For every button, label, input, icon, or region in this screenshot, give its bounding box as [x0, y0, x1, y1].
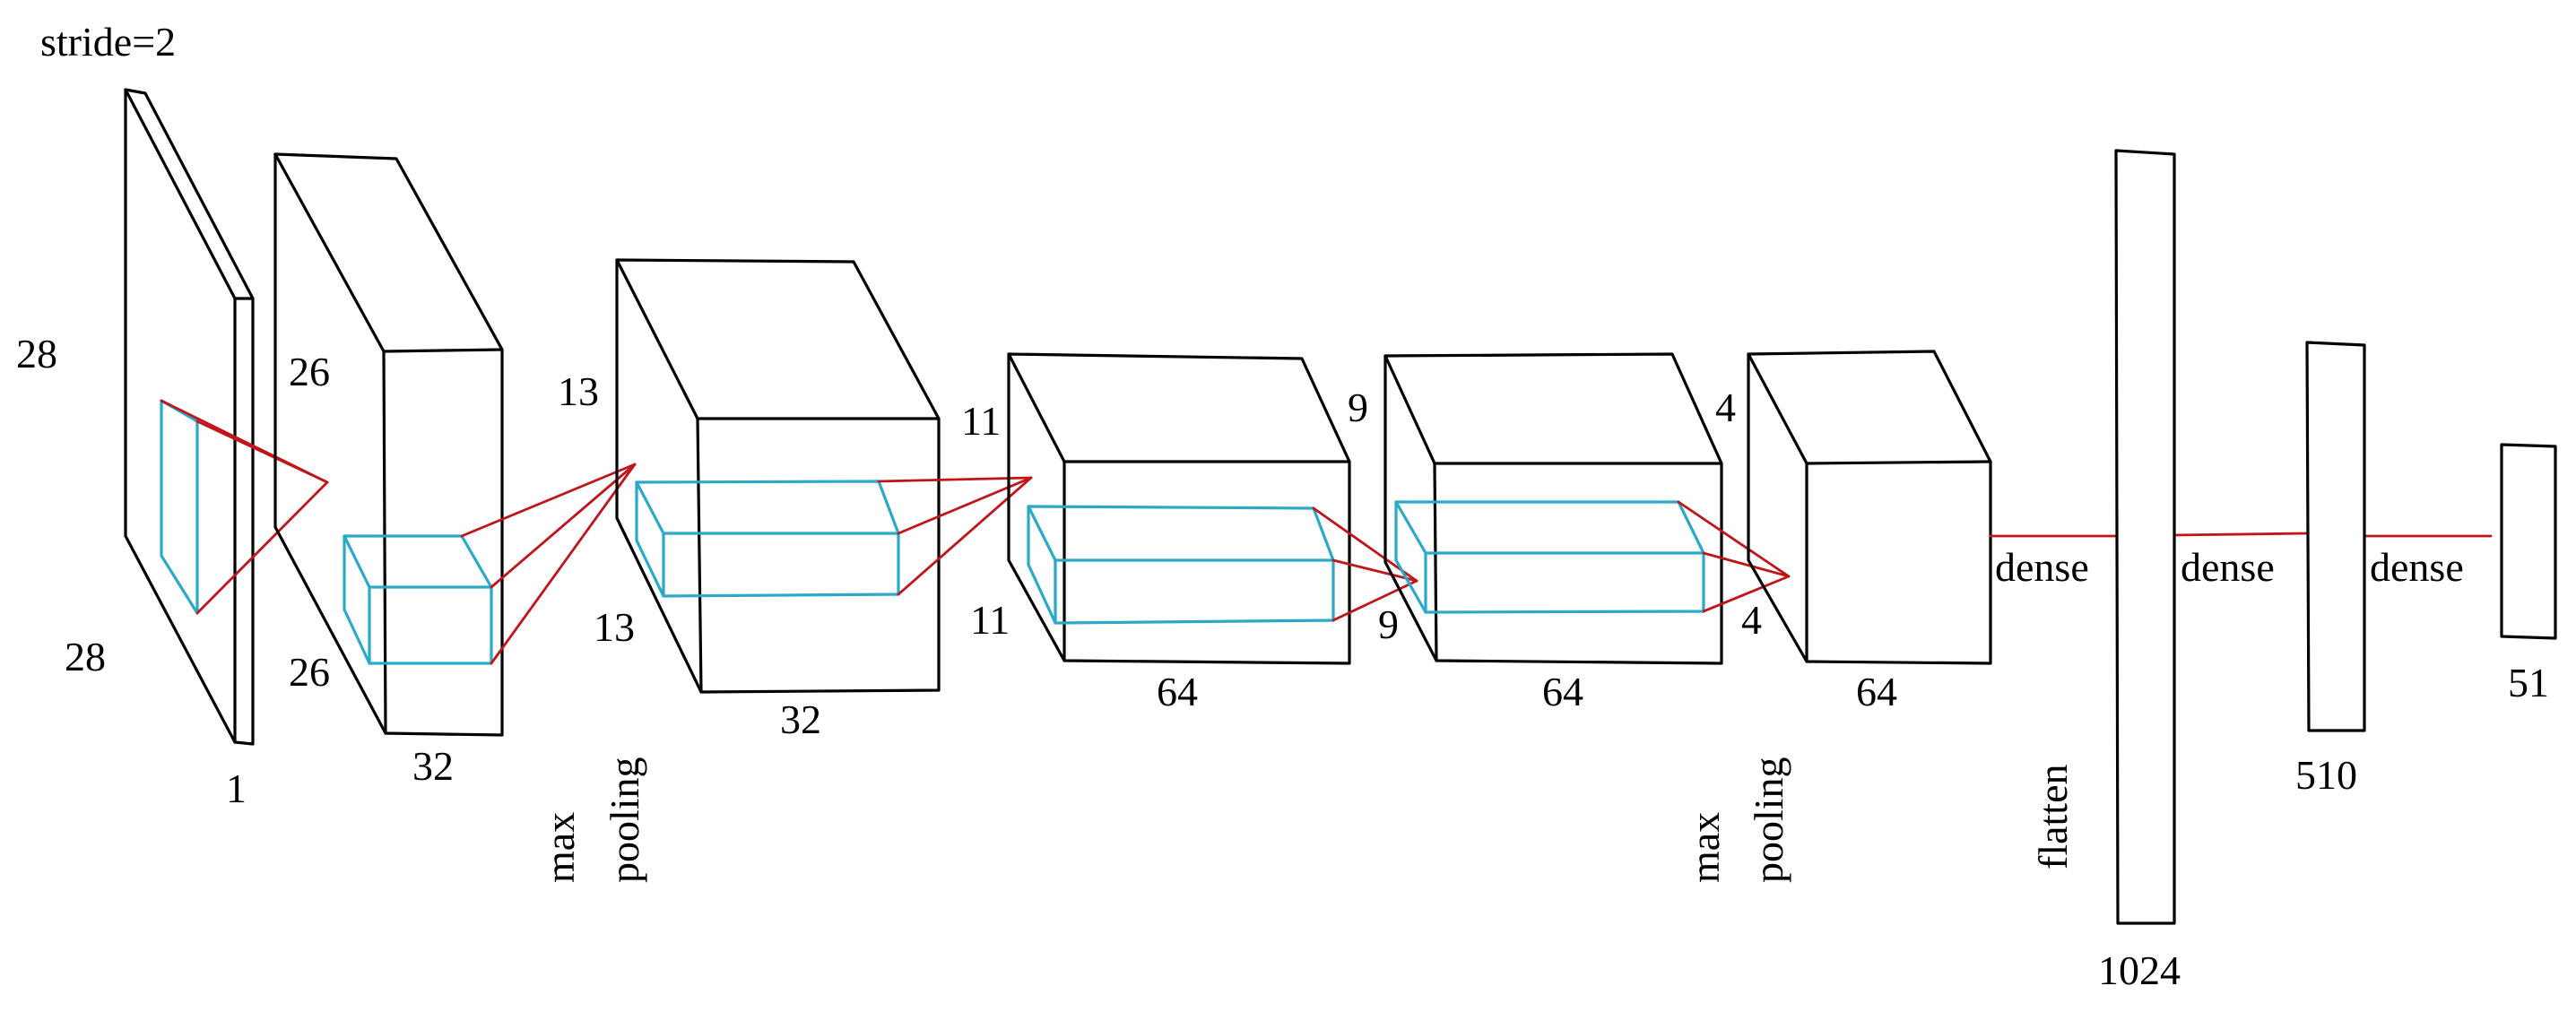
pool1-channel-label: 32 [780, 696, 821, 742]
dense-3-label: dense [2370, 544, 2464, 590]
pool2-pooling-label: pooling [1746, 757, 1791, 883]
fc-1024-label: 1024 [2098, 947, 2181, 993]
conv2-kernel [1027, 505, 1335, 625]
pool2-volume [1747, 350, 1992, 665]
conv3-height-label: 9 [1348, 385, 1368, 430]
pool1-volume [615, 258, 941, 694]
input-channel-label: 1 [226, 765, 247, 811]
pool1-max-label: max [537, 812, 583, 883]
fc-510-bar [2305, 341, 2366, 732]
pool1-pooling-label: pooling [602, 757, 647, 883]
conv1-width-label: 26 [289, 649, 330, 695]
conv2-connection-lines [1312, 506, 1418, 622]
conv3-channel-label: 64 [1542, 669, 1583, 714]
pool1-kernel [635, 480, 900, 598]
conv2-width-label: 11 [970, 597, 1010, 643]
dense-connection-lines [1989, 532, 2493, 538]
pool2-width-label: 4 [1741, 597, 1762, 643]
conv1-connection-lines [460, 463, 637, 665]
conv1-height-label: 26 [289, 349, 330, 394]
conv3-volume [1383, 352, 1723, 665]
input-connection-lines [160, 399, 329, 615]
pool2-channel-label: 64 [1856, 669, 1897, 714]
fc-51-bar [2500, 443, 2557, 640]
input-width-label: 28 [65, 634, 106, 679]
pool1-width-label: 13 [594, 604, 635, 650]
flatten-label: flatten [2030, 765, 2076, 870]
input-height-label: 28 [16, 331, 57, 376]
conv1-kernel [343, 534, 493, 665]
conv1-channel-label: 32 [412, 743, 454, 789]
pool1-height-label: 13 [558, 368, 599, 414]
input-layer [124, 88, 255, 746]
pool2-max-label: max [1682, 812, 1728, 883]
conv3-width-label: 9 [1378, 601, 1399, 647]
input-kernel [160, 399, 199, 615]
conv1-volume [273, 152, 504, 737]
pool2-height-label: 4 [1715, 385, 1736, 430]
fc-51-label: 51 [2508, 660, 2549, 705]
conv3-connection-lines [1677, 500, 1791, 613]
conv2-channel-label: 64 [1157, 669, 1198, 714]
conv3-kernel [1394, 500, 1705, 614]
fc-510-label: 510 [2295, 752, 2357, 798]
dense-2-label: dense [2181, 544, 2275, 590]
fc-1024-bar [2114, 149, 2176, 925]
conv2-height-label: 11 [961, 398, 1001, 444]
stride-label: stride=2 [40, 19, 176, 65]
dense-1-label: dense [1995, 544, 2089, 590]
